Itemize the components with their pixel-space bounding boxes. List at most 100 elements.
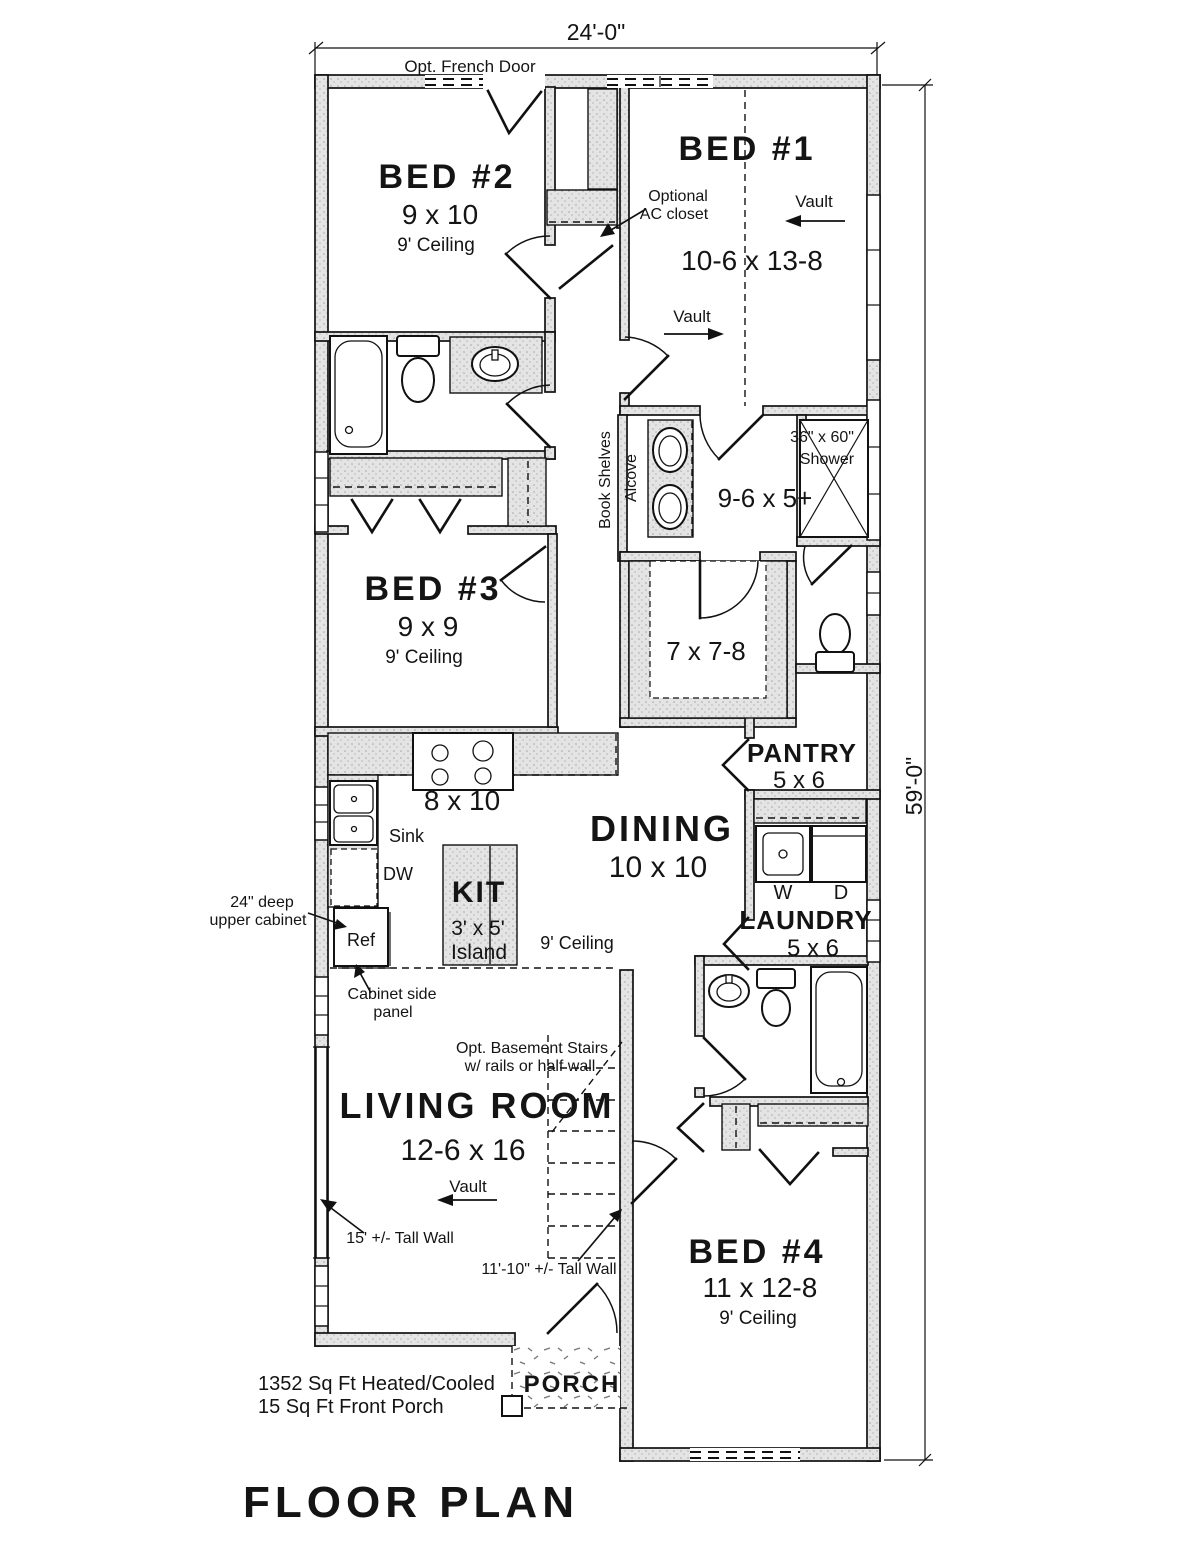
bed3-ceiling: 9' Ceiling xyxy=(385,647,463,668)
living-room-label: LIVING ROOM xyxy=(340,1085,615,1126)
closet-shelf xyxy=(757,1103,869,1127)
closet-door xyxy=(350,498,394,535)
porch-label: PORCH xyxy=(524,1371,621,1398)
cabinet-note: upper cabinet xyxy=(210,912,308,929)
ac-closet-note: AC closet xyxy=(640,206,709,223)
sink-icon xyxy=(471,346,519,382)
toilet-icon xyxy=(396,335,440,403)
ref-label: Ref xyxy=(347,930,376,950)
chase xyxy=(587,88,618,190)
reference-lines xyxy=(330,90,746,969)
tall-window xyxy=(313,1046,330,1259)
pantry-door xyxy=(721,738,750,792)
kitchen-island xyxy=(442,844,518,966)
width-dimension: 24'-0" xyxy=(567,19,626,45)
shower-size: 36" x 60" xyxy=(790,429,854,446)
window xyxy=(314,1265,329,1327)
stairs-note: Opt. Basement Stairs xyxy=(456,1040,608,1057)
living-room-size: 12-6 x 16 xyxy=(400,1134,525,1167)
page-title: FLOOR PLAN xyxy=(243,1478,579,1527)
height-dimension: 59'-0" xyxy=(901,757,927,816)
laundry-label: LAUNDRY xyxy=(739,905,872,935)
bed3-size: 9 x 9 xyxy=(398,611,459,642)
vault-label: Vault xyxy=(449,1177,487,1196)
dining-size: 10 x 10 xyxy=(609,851,707,884)
bed4-ceiling: 9' Ceiling xyxy=(719,1308,797,1329)
bed2-ceiling: 9' Ceiling xyxy=(397,235,475,256)
window xyxy=(866,899,881,963)
washer-label: W xyxy=(774,882,793,904)
toilet-icon xyxy=(815,613,855,673)
french-door-opening xyxy=(425,75,483,88)
dryer-icon xyxy=(811,825,867,883)
window xyxy=(866,194,881,361)
window xyxy=(314,451,329,533)
kitchen-label: KIT xyxy=(452,876,506,909)
window xyxy=(866,571,881,616)
french-door-label: Opt. French Door xyxy=(404,57,536,76)
refrigerator-icon xyxy=(333,907,391,969)
bed4-closet-door xyxy=(758,1148,820,1186)
stove-icon xyxy=(412,732,514,791)
laundry-door xyxy=(722,916,750,971)
bath-door xyxy=(505,402,552,449)
bed2-size: 9 x 10 xyxy=(402,199,478,230)
shower-icon xyxy=(799,419,869,538)
dining-ceiling: 9' Ceiling xyxy=(540,933,613,953)
bathtub-icon xyxy=(810,966,868,1094)
bed1-size: 10-6 x 13-8 xyxy=(681,245,823,276)
bed3-door xyxy=(499,545,547,582)
closet xyxy=(507,457,547,527)
sink-label: Sink xyxy=(389,826,425,846)
window xyxy=(314,976,329,1036)
washer-icon xyxy=(755,825,811,883)
doors xyxy=(350,89,853,1335)
vault-label: Vault xyxy=(673,307,711,326)
basement-stairs xyxy=(547,1035,623,1262)
entry-door-opening xyxy=(483,74,545,89)
closet-shelf xyxy=(329,457,503,497)
vault-label: Vault xyxy=(795,192,833,211)
bed1-door xyxy=(623,354,670,401)
dryer-label: D xyxy=(834,882,848,904)
master-bath-size: 9-6 x 5+ xyxy=(718,483,813,513)
closet-door xyxy=(418,498,462,535)
stairs-note: w/ rails or half wall xyxy=(464,1058,596,1075)
hall-door xyxy=(676,1102,705,1153)
text-labels: Opt. French Door BED #2 9 x 10 9' Ceilin… xyxy=(210,57,872,1527)
alcove-label: Alcove xyxy=(623,454,640,502)
dimension-lines: 24'-0" 59'-0" xyxy=(308,19,933,1467)
porch-area-note: 15 Sq Ft Front Porch xyxy=(258,1396,444,1418)
ac-closet xyxy=(546,189,618,226)
tall-wall-note: 11'-10" +/- Tall Wall xyxy=(481,1261,616,1278)
french-entry-door xyxy=(486,89,543,136)
tall-wall-note: 15' +/- Tall Wall xyxy=(346,1230,454,1247)
window xyxy=(690,1448,800,1461)
window xyxy=(314,786,329,841)
annotation-arrows xyxy=(307,208,845,1262)
bed2-label: BED #2 xyxy=(378,158,515,196)
bed4-size: 11 x 12-8 xyxy=(703,1272,818,1303)
shower-label: Shower xyxy=(800,451,855,468)
bath2-door xyxy=(702,1036,747,1081)
island-label: Island xyxy=(451,941,507,964)
area-note: 1352 Sq Ft Heated/Cooled xyxy=(258,1373,495,1395)
porch-area xyxy=(501,1346,632,1417)
kitchen-sink-icon xyxy=(329,780,378,846)
fixtures xyxy=(329,335,869,1094)
bed3-label: BED #3 xyxy=(364,570,501,608)
laundry-counter xyxy=(753,798,867,824)
double-sink-icon xyxy=(652,421,693,536)
cabinet-note: 24" deep xyxy=(230,894,294,911)
ac-closet-door xyxy=(558,244,614,290)
bed4-door xyxy=(630,1157,678,1205)
cabinet-panel-note: panel xyxy=(373,1004,412,1021)
front-door xyxy=(546,1282,599,1335)
bed2-door xyxy=(504,252,552,300)
bed1-label: BED #1 xyxy=(678,130,815,168)
dining-label: DINING xyxy=(590,808,734,849)
toilet-icon xyxy=(756,968,796,1027)
bed4-label: BED #4 xyxy=(688,1233,825,1271)
windows xyxy=(313,74,881,1461)
